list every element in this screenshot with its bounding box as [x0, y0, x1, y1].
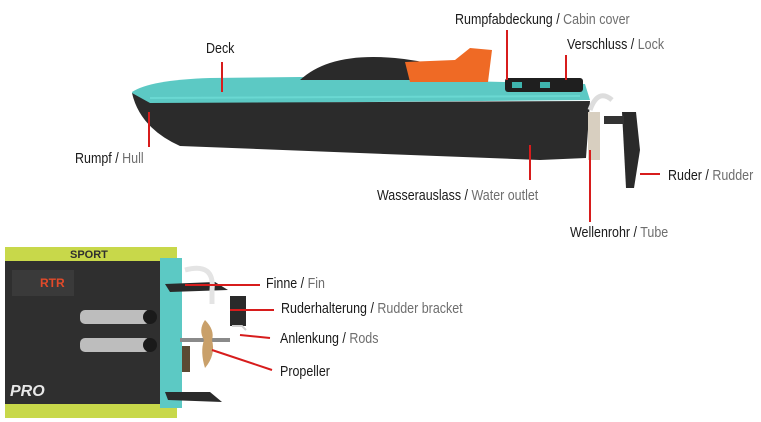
label-rudder: Ruder / Rudder — [668, 168, 754, 184]
water-tube — [184, 265, 215, 304]
bottom-view-boat: RTR PRO SPORT — [5, 247, 247, 418]
decal-rtr: RTR — [40, 276, 65, 290]
transom-teal — [160, 258, 182, 408]
label-propeller: Propeller — [280, 364, 330, 380]
label-cabin-cover: Rumpfabdeckung / Cabin cover — [455, 12, 630, 28]
label-hull: Rumpf / Hull — [75, 151, 144, 167]
label-fin: Finne / Fin — [266, 276, 325, 292]
label-rods: Anlenkung / Rods — [280, 331, 379, 347]
label-tube: Wellenrohr / Tube — [570, 225, 669, 241]
propeller-part — [201, 320, 214, 368]
label-lock: Verschluss / Lock — [567, 37, 665, 53]
tube-part — [588, 112, 600, 160]
cabin-cover-fin — [405, 48, 492, 82]
rudder-part — [622, 112, 640, 188]
label-deck: Deck — [206, 41, 235, 57]
bottom-view-leaders — [185, 284, 274, 371]
fin-bottom — [165, 392, 222, 402]
side-view-leaders — [148, 30, 660, 222]
side-view-boat — [132, 48, 640, 188]
exhaust-pipes — [80, 310, 157, 352]
tube-loop — [587, 93, 614, 111]
decal-pro: PRO — [10, 383, 45, 400]
label-water-outlet: Wasserauslass / Water outlet — [377, 188, 539, 204]
leader-propeller — [211, 349, 273, 371]
hull-body — [132, 93, 590, 160]
decal-sport: SPORT — [70, 249, 108, 261]
hull-highlight — [149, 95, 581, 99]
leader-rods — [239, 334, 271, 339]
label-rudder-bracket: Ruderhalterung / Rudder bracket — [281, 301, 463, 317]
